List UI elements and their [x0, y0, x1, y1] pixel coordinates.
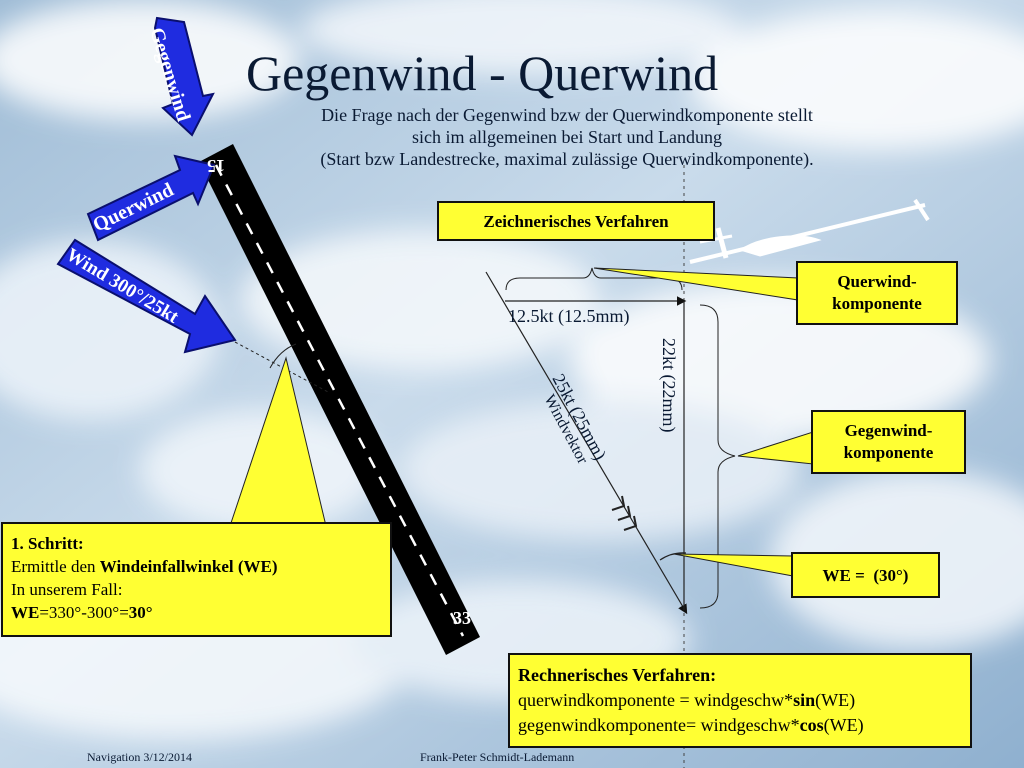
gegenwind-measure-label: 22kt (22mm)	[658, 338, 679, 433]
runway-number-top: 15	[207, 156, 225, 176]
gegenwind-arrow-icon	[153, 16, 215, 137]
rechnerisch-heading: Rechnerisches Verfahren:	[518, 665, 717, 685]
footer-center: Frank-Peter Schmidt-Lademann	[420, 750, 575, 764]
querwind-formula: querwindkomponente = windgeschw*sin(WE)	[518, 690, 856, 710]
callout-line: komponente	[832, 294, 922, 313]
intro-line: Die Frage nach der Gegenwind bzw der Que…	[321, 105, 813, 125]
zeichnerisch-box: Zeichnerisches Verfahren	[437, 201, 715, 241]
we-box: WE = (30°)	[791, 552, 940, 598]
rechnerisch-box: Rechnerisches Verfahren: querwindkompone…	[508, 653, 972, 748]
intro-line: (Start bzw Landestrecke, maximal zulässi…	[320, 149, 814, 169]
schritt-line: In unserem Fall:	[11, 580, 123, 599]
schritt-heading: 1. Schritt:	[11, 534, 84, 553]
callout-line: Querwind-	[837, 272, 917, 291]
page-title: Gegenwind - Querwind	[246, 45, 719, 101]
gegenwind-komponente-box: Gegenwind- komponente	[811, 410, 966, 474]
schritt-line: Ermittle den Windeinfallwinkel (WE)	[11, 557, 278, 576]
runway	[199, 144, 480, 655]
schritt-box: 1. Schritt: Ermittle den Windeinfallwink…	[1, 522, 392, 637]
callout-line: komponente	[843, 443, 934, 462]
intro-text: Die Frage nach der Gegenwind bzw der Que…	[232, 104, 902, 170]
querwind-komponente-box: Querwind- komponente	[796, 261, 958, 325]
runway-number-bottom: 33	[453, 608, 471, 628]
intro-line: sich im allgemeinen bei Start und Landun…	[412, 127, 722, 147]
gegenwind-formula: gegenwindkomponente= windgeschw*cos(WE)	[518, 715, 864, 735]
schritt-result: WE=330°-300°=30°	[11, 603, 153, 622]
callout-line: Gegenwind-	[844, 421, 933, 440]
querwind-measure-label: 12.5kt (12.5mm)	[508, 306, 630, 327]
wind-arrow-icon	[56, 238, 237, 354]
clouds	[0, 0, 1024, 740]
vector-diagram	[485, 165, 736, 768]
footer-left: Navigation 3/12/2014	[87, 750, 192, 764]
glider-icon	[689, 198, 930, 264]
querwind-arrow-icon	[86, 154, 216, 242]
